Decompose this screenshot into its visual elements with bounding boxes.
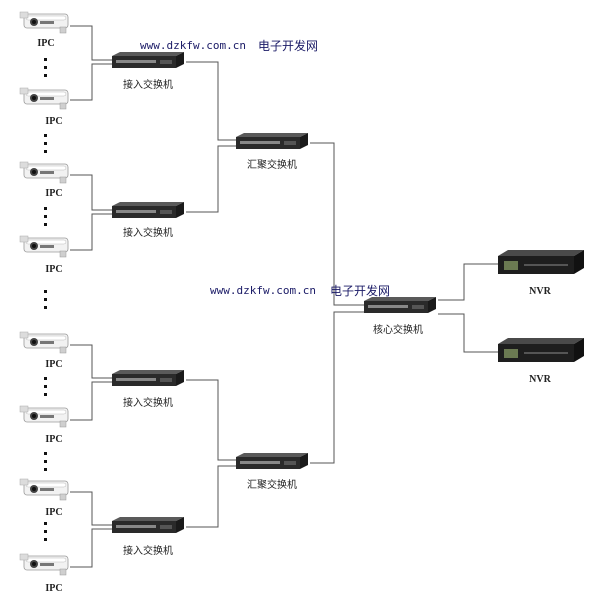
nvr-label: NVR (529, 374, 551, 385)
watermark-text: 电子开发网 (258, 38, 318, 53)
ipc-label: IPC (37, 38, 54, 49)
wire-core-nvr2 (438, 313, 498, 353)
wire-core-nvr1 (438, 263, 498, 301)
camera-icon (19, 478, 69, 501)
switch-icon (236, 133, 308, 149)
ipc-label: IPC (45, 583, 62, 594)
wire-ipc4-access2 (70, 213, 112, 251)
watermark-url: www.dzkfw.com.cn (210, 284, 316, 297)
ipc-label: IPC (45, 116, 62, 127)
vertical-ellipsis-icon (44, 134, 47, 153)
camera-icon (19, 87, 69, 110)
ipc-label: IPC (45, 188, 62, 199)
ipc-label: IPC (45, 434, 62, 445)
access-switch-label: 接入交换机 (123, 396, 173, 409)
wire-access2-agg1 (186, 145, 236, 213)
switch-icon (112, 52, 184, 68)
wire-access4-agg2 (186, 465, 236, 528)
core-switch-label: 核心交换机 (373, 323, 423, 336)
nvr-device-icon (498, 250, 584, 274)
ipc-label: IPC (45, 507, 62, 518)
vertical-ellipsis-icon (44, 522, 47, 541)
nvr-label: NVR (529, 286, 551, 297)
wire-ipc5-access3 (70, 344, 112, 379)
wire-ipc7-access4 (70, 491, 112, 526)
access-switch-label: 接入交换机 (123, 78, 173, 91)
switch-icon (112, 370, 184, 386)
watermark-url: www.dzkfw.com.cn (140, 39, 246, 52)
ipc-camera-group: IPC IPC IPC IPC IPC IPC IPC IPC (19, 11, 69, 594)
switch-icon (112, 517, 184, 533)
camera-icon (19, 235, 69, 258)
wire-agg2-core (310, 311, 364, 464)
access-switch-group: 接入交换机 接入交换机 接入交换机 接入交换机 (112, 52, 184, 557)
camera-icon (19, 11, 69, 34)
vertical-ellipsis-icon (44, 377, 47, 396)
watermark-text: 电子开发网 (330, 283, 390, 298)
vertical-ellipsis-icon (44, 452, 47, 471)
vertical-ellipsis-icon (44, 58, 47, 77)
camera-icon (19, 553, 69, 576)
vertical-ellipsis-icon (44, 290, 47, 309)
switch-icon (236, 453, 308, 469)
access-switch-label: 接入交换机 (123, 226, 173, 239)
wire-ipc8-access4 (70, 528, 112, 568)
ipc-label: IPC (45, 359, 62, 370)
switch-icon (112, 202, 184, 218)
ipc-label: IPC (45, 264, 62, 275)
wire-agg1-core (310, 142, 364, 306)
camera-icon (19, 405, 69, 428)
switch-icon (364, 297, 436, 313)
vertical-ellipsis-icon (44, 207, 47, 226)
aggregation-switch-group: 汇聚交换机 汇聚交换机 (236, 133, 308, 491)
camera-icon (19, 161, 69, 184)
camera-icon (19, 331, 69, 354)
watermark-top: www.dzkfw.com.cn 电子开发网 (140, 38, 318, 53)
wire-ipc1-access1 (70, 25, 112, 61)
access-switch-label: 接入交换机 (123, 544, 173, 557)
wire-ipc6-access3 (70, 381, 112, 421)
core-switch-group: 核心交换机 (364, 297, 436, 336)
aggregation-switch-label: 汇聚交换机 (247, 158, 297, 171)
connection-lines (70, 25, 498, 568)
nvr-device-icon (498, 338, 584, 362)
watermark-middle: www.dzkfw.com.cn 电子开发网 (210, 283, 390, 298)
wire-ipc3-access2 (70, 174, 112, 211)
nvr-group: NVR NVR (498, 250, 584, 385)
wire-access1-agg1 (186, 61, 236, 141)
wire-ipc2-access1 (70, 63, 112, 101)
wire-access3-agg2 (186, 379, 236, 461)
aggregation-switch-label: 汇聚交换机 (247, 478, 297, 491)
